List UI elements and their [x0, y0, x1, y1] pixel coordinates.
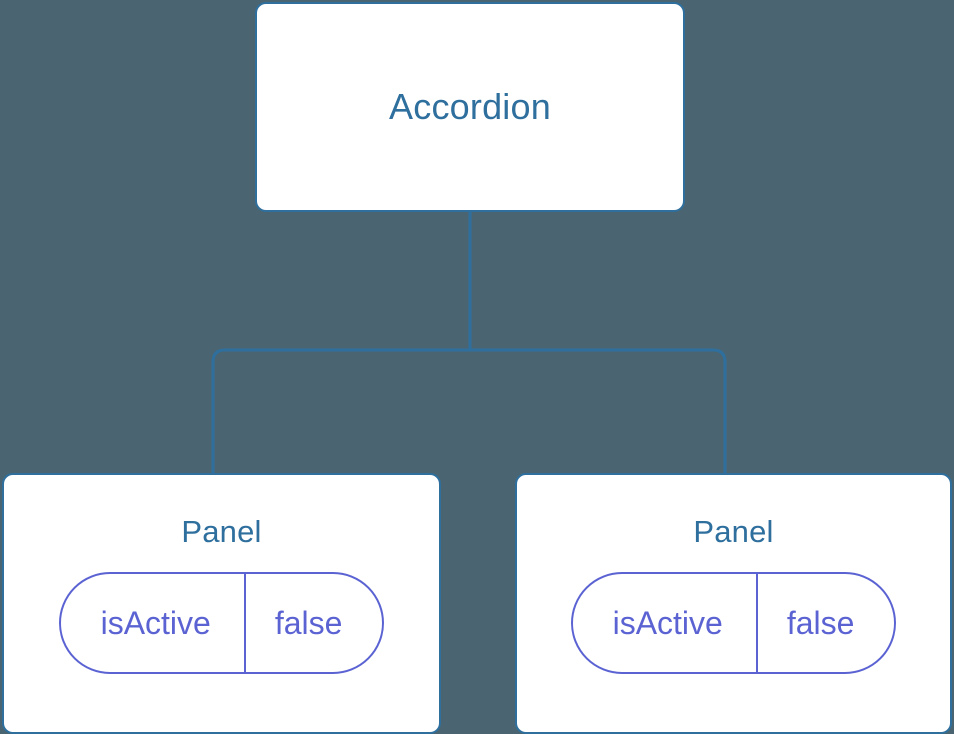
prop-key: isActive — [100, 604, 211, 641]
node-title: Panel — [181, 514, 262, 549]
node-title: Accordion — [389, 86, 551, 127]
prop-pill-isactive[interactable]: isActive false — [570, 572, 897, 674]
prop-pill-isactive[interactable]: isActive false — [58, 572, 385, 674]
node-panel-1[interactable]: Panel isActive false — [515, 473, 952, 734]
node-panel-0[interactable]: Panel isActive false — [2, 473, 441, 734]
prop-key: isActive — [612, 604, 723, 641]
edge-to-panel-0 — [211, 348, 470, 480]
node-accordion[interactable]: Accordion — [255, 2, 685, 212]
prop-value: false — [755, 574, 895, 672]
edge-to-panel-1 — [470, 348, 727, 480]
prop-value: false — [243, 574, 383, 672]
node-title: Panel — [693, 514, 774, 549]
